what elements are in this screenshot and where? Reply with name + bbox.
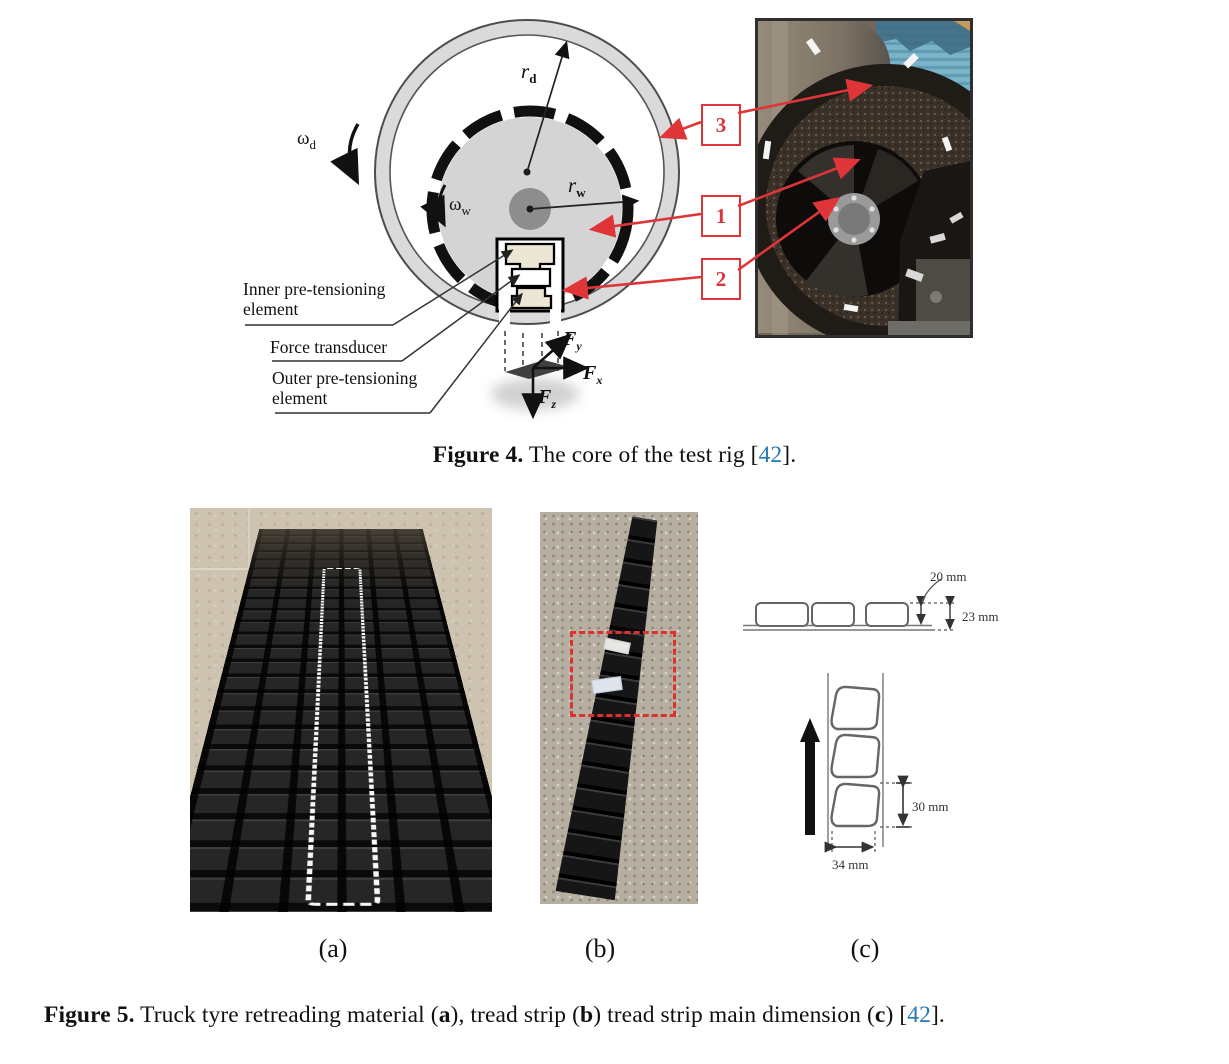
figure5-reference-link[interactable]: 42	[907, 1002, 931, 1028]
force-y-symbol: F	[563, 328, 577, 350]
dim-30mm-label: 30 mm	[912, 799, 948, 814]
radius-drum-arrow	[526, 40, 570, 173]
tread-block-outlines	[830, 685, 881, 828]
omega-drum-label: ωd	[297, 128, 316, 153]
figure5-caption-label: Figure 5.	[44, 1002, 135, 1028]
tread-dashed-outline	[305, 568, 381, 906]
wheel-hub-center	[838, 203, 870, 235]
force-x-subscript: x	[596, 373, 603, 387]
figure4-caption-label: Figure 4.	[432, 442, 524, 468]
dim-20mm-label: 20 mm	[930, 569, 966, 584]
omega-drum-arrow	[330, 123, 360, 186]
radius-wheel-symbol: r	[568, 173, 577, 197]
machinery-bolt	[930, 291, 942, 303]
force-x-label: Fx	[583, 362, 602, 388]
tread-cross-section	[743, 578, 956, 631]
inner-pretension-label-line2: element	[243, 299, 299, 319]
dim-34mm-label: 34 mm	[832, 857, 868, 872]
floor-tile-line	[190, 568, 286, 570]
corner-sliver	[954, 21, 970, 31]
force-transducer-element	[510, 267, 552, 288]
panel-a-image	[190, 508, 492, 912]
outer-pretension-label-line2: element	[272, 388, 328, 408]
strip-highlight-box	[570, 631, 676, 717]
outer-pretension-label-line1: Outer pre-tensioning	[272, 368, 418, 388]
panel-a-label: (a)	[318, 934, 348, 963]
omega-wheel-subscript: w	[461, 202, 471, 218]
retread-material	[190, 528, 492, 912]
radius-drum-label: rd	[521, 59, 536, 87]
radius-wheel-subscript: w	[576, 185, 586, 201]
force-transducer-label-text: Force transducer	[270, 337, 388, 357]
omega-drum-symbol: ω	[297, 128, 310, 149]
panel-c-label: (c)	[850, 934, 880, 963]
figure5-caption: Figure 5. Truck tyre retreading material…	[44, 1002, 1194, 1029]
rig-photo	[755, 18, 973, 338]
figure5-caption-b: b	[580, 1002, 594, 1028]
blue-machine-top	[876, 21, 970, 55]
figure5-caption-end: ].	[930, 1002, 945, 1028]
callout-box-1: 1	[701, 195, 741, 237]
machinery-highlights	[905, 211, 964, 282]
figure5-caption-text-1: Truck tyre retreading material (	[134, 1002, 439, 1028]
figure4-caption: Figure 4. The core of the test rig [42].	[0, 442, 1229, 469]
patch-shadow	[491, 378, 579, 410]
assembly-leg-right	[550, 305, 561, 325]
figure5-caption-text-3: ) tread strip main dimension (	[593, 1002, 875, 1028]
force-x-symbol: F	[583, 362, 597, 384]
force-arrows	[521, 333, 590, 420]
outer-pretension-label: Outer pre-tensioning element	[272, 368, 452, 408]
inner-pretension-label: Inner pre-tensioning element	[243, 279, 418, 319]
figure4-caption-end: ].	[782, 442, 797, 468]
figure4-reference-link[interactable]: 42	[758, 442, 783, 468]
force-y-subscript: y	[576, 339, 582, 353]
machinery-block	[916, 259, 970, 329]
callout-box-3: 3	[701, 104, 741, 146]
callout-2-number: 2	[715, 266, 727, 291]
figure5-caption-text-2: ), tread strip (	[450, 1002, 581, 1028]
omega-wheel-label: ωw	[449, 194, 471, 219]
panel-c-diagram: 20 mm 23 mm 30 mm 34 mm	[743, 569, 998, 872]
assembly-leg-left	[499, 305, 510, 325]
force-z-label: Fz	[538, 386, 556, 412]
callout-1-number: 1	[715, 203, 727, 228]
figure5-caption-text-4: ) [	[885, 1002, 908, 1028]
rim-white-marks	[762, 38, 953, 313]
floor-tile-line-2	[248, 508, 250, 570]
callout-box-2: 2	[701, 258, 741, 300]
callout-3-number: 3	[715, 112, 727, 137]
contact-patch	[505, 360, 570, 379]
panel-b-image	[540, 512, 698, 904]
radius-drum-subscript: d	[529, 71, 537, 87]
radius-wheel-arrow	[529, 194, 640, 210]
force-y-label: Fy	[563, 328, 582, 354]
force-transducer-label: Force transducer	[270, 337, 387, 357]
direction-arrow	[800, 718, 820, 835]
force-z-subscript: z	[551, 397, 557, 411]
omega-wheel-arrow	[420, 184, 447, 228]
rig-photo-art	[758, 21, 970, 335]
label-leader-lines	[245, 249, 523, 414]
panel-b-label: (b)	[584, 934, 616, 963]
radius-drum-symbol: r	[521, 59, 530, 83]
figure5-caption-a: a	[438, 1002, 451, 1028]
force-z-symbol: F	[538, 386, 552, 408]
omega-wheel-symbol: ω	[449, 194, 462, 215]
photo-floor	[888, 321, 970, 335]
dim-23mm-label: 23 mm	[962, 609, 998, 624]
omega-drum-subscript: d	[309, 136, 316, 152]
inner-pretension-label-line1: Inner pre-tensioning	[243, 279, 386, 299]
tread-top-view	[800, 673, 912, 853]
radius-wheel-label: rw	[568, 173, 586, 201]
rig-schematic	[245, 19, 680, 420]
figure5-caption-c: c	[874, 1002, 886, 1028]
figure4-caption-text: The core of the test rig [	[523, 442, 759, 468]
